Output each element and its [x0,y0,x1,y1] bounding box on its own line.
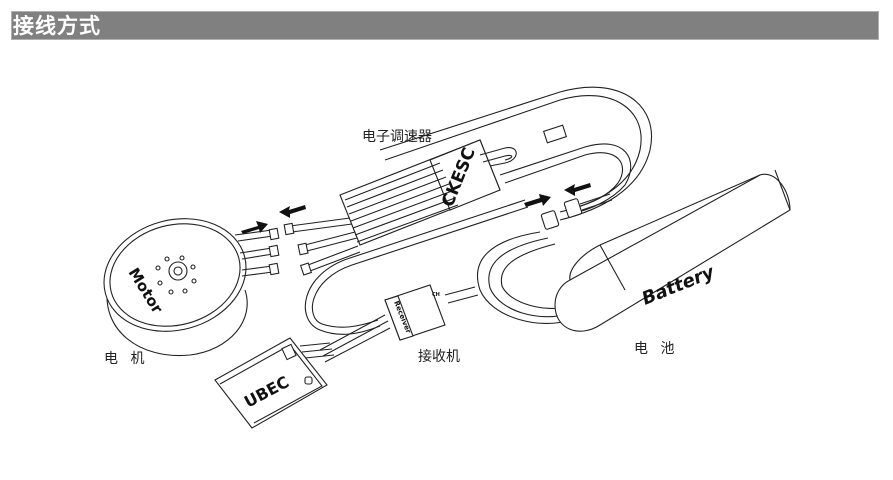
receiver-tag-text: CH [432,292,440,298]
motor-label: 电 机 [104,351,149,367]
battery-component: Battery [554,169,791,332]
ubec-component: UBEC [214,337,335,429]
section-title: 接线方式 [13,14,101,38]
battery-connectors [540,193,613,230]
esc-label: 电子调速器 [362,129,432,145]
arrow-esc-to-motor-icon [279,205,306,218]
cable-loops [304,86,652,335]
section-header-bar: 接线方式 [11,11,879,40]
arrow-motor-to-esc-icon [241,221,268,234]
motor-component: Motor [103,218,280,357]
receiver-component: Receiver CH [319,284,479,363]
arrow-battery-to-esc-icon [564,183,591,196]
arrow-esc-to-battery-icon [524,194,551,207]
esc-component: CKESC [283,124,568,276]
receiver-label: 接收机 [418,349,460,365]
battery-label: 电 池 [634,341,679,357]
esc-heatsink-fins [344,162,459,243]
